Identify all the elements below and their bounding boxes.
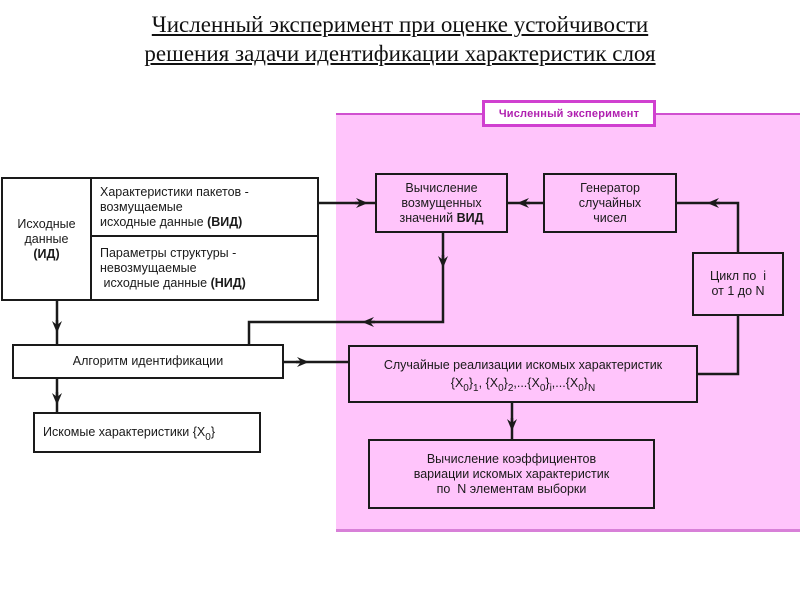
realization-term-index: 1	[473, 382, 479, 394]
loop-box: Цикл по i от 1 до N	[692, 252, 784, 316]
realization-term-close: }	[503, 375, 508, 390]
perturbed-line3-text: значений	[399, 210, 457, 225]
slide-title: Численный эксперимент при оценке устойчи…	[0, 10, 800, 68]
vid-line3-text: исходные данные	[100, 214, 208, 229]
variation-coefficients-box: Вычисление коэффициентов вариации искомы…	[368, 439, 655, 509]
realization-term-text: {X	[527, 375, 540, 390]
vid-line2: возмущаемые	[100, 199, 183, 214]
random-realizations-box: Случайные реализации искомых характерист…	[348, 345, 698, 403]
numerical-experiment-label: Численный эксперимент	[482, 100, 656, 127]
nid-line3: исходные данные (НИД)	[100, 275, 246, 291]
realization-term-close: }	[583, 375, 588, 390]
realization-term: {X0}i,...	[527, 375, 566, 394]
vid-box: Характеристики пакетов - возмущаемые исх…	[90, 177, 319, 237]
generator-line1: Генератор	[580, 180, 640, 195]
vid-line1: Характеристики пакетов -	[100, 184, 249, 199]
realization-term-sub: 0	[463, 382, 469, 394]
realization-term-separator: ,...	[513, 375, 528, 390]
realization-term-text: {X	[485, 375, 499, 390]
realization-term-index: 2	[507, 382, 514, 394]
nid-box: Параметры структуры - невозмущаемые исхо…	[90, 235, 319, 301]
sought-close: }	[210, 425, 215, 439]
perturbed-line1: Вычисление	[405, 180, 478, 195]
sought-label: Искомые характеристики {X0}	[43, 425, 215, 443]
nid-line3-text: исходные данные	[100, 275, 211, 290]
identification-algorithm-box: Алгоритм идентификации	[12, 344, 284, 379]
realization-term-separator: ,...	[551, 375, 566, 390]
title-line-2: решения задачи идентификации характерист…	[144, 41, 656, 66]
realization-term-sub: 0	[539, 382, 546, 394]
realizations-line1: Случайные реализации искомых характерист…	[383, 357, 663, 372]
source-data-box: Исходные данные (ИД)	[1, 177, 92, 301]
realization-term: {X0}1,	[450, 375, 486, 394]
vid-line3: исходные данные (ВИД)	[100, 215, 242, 230]
nid-line1: Параметры структуры -	[100, 245, 237, 260]
loop-line1: Цикл по i	[709, 269, 767, 283]
vid-abbr: (ВИД)	[207, 214, 243, 229]
sought-text: Искомые характеристики {X	[43, 425, 206, 439]
realizations-line2: {X0}1, {X0}2,...{X0}i,...{X0}N	[450, 375, 596, 394]
realization-term-sub: 0	[498, 382, 504, 394]
nid-line2: невозмущаемые	[100, 260, 197, 275]
realization-term: {X0}N	[565, 375, 596, 394]
realization-term-close: }	[545, 375, 550, 390]
realization-term-index: N	[587, 382, 596, 394]
algorithm-label: Алгоритм идентификации	[72, 354, 224, 368]
realization-term-index: i	[549, 382, 552, 394]
perturbed-values-box: Вычисление возмущенных значений ВИД	[375, 173, 508, 233]
realization-term-sub: 0	[578, 382, 584, 394]
loop-line2: от 1 до N	[711, 284, 765, 298]
source-data-line2: данные	[24, 231, 69, 246]
sought-sub: 0	[205, 432, 211, 443]
perturbed-abbr: ВИД	[456, 210, 484, 225]
generator-line2: случайных	[578, 195, 642, 210]
coefficients-line3: по N элементам выборки	[436, 481, 587, 496]
realization-term-close: }	[468, 375, 474, 390]
source-data-line3: (ИД)	[33, 246, 60, 261]
coefficients-line1: Вычисление коэффициентов	[426, 451, 597, 466]
realization-term-separator: ,	[478, 375, 486, 390]
coefficients-line2: вариации искомых характеристик	[413, 466, 610, 481]
generator-line3: чисел	[593, 210, 627, 225]
title-line-1: Численный эксперимент при оценке устойчи…	[151, 12, 649, 37]
source-data-line1: Исходные	[17, 216, 76, 231]
random-generator-box: Генератор случайных чисел	[543, 173, 677, 233]
realization-term: {X0}2,...	[485, 375, 528, 394]
realization-term-text: {X	[450, 375, 464, 390]
nid-abbr: (НИД)	[210, 275, 246, 290]
perturbed-line2: возмущенных	[401, 195, 482, 210]
sought-characteristics-box: Искомые характеристики {X0}	[33, 412, 261, 453]
realization-term-text: {X	[565, 375, 579, 390]
perturbed-line3: значений ВИД	[399, 211, 483, 226]
